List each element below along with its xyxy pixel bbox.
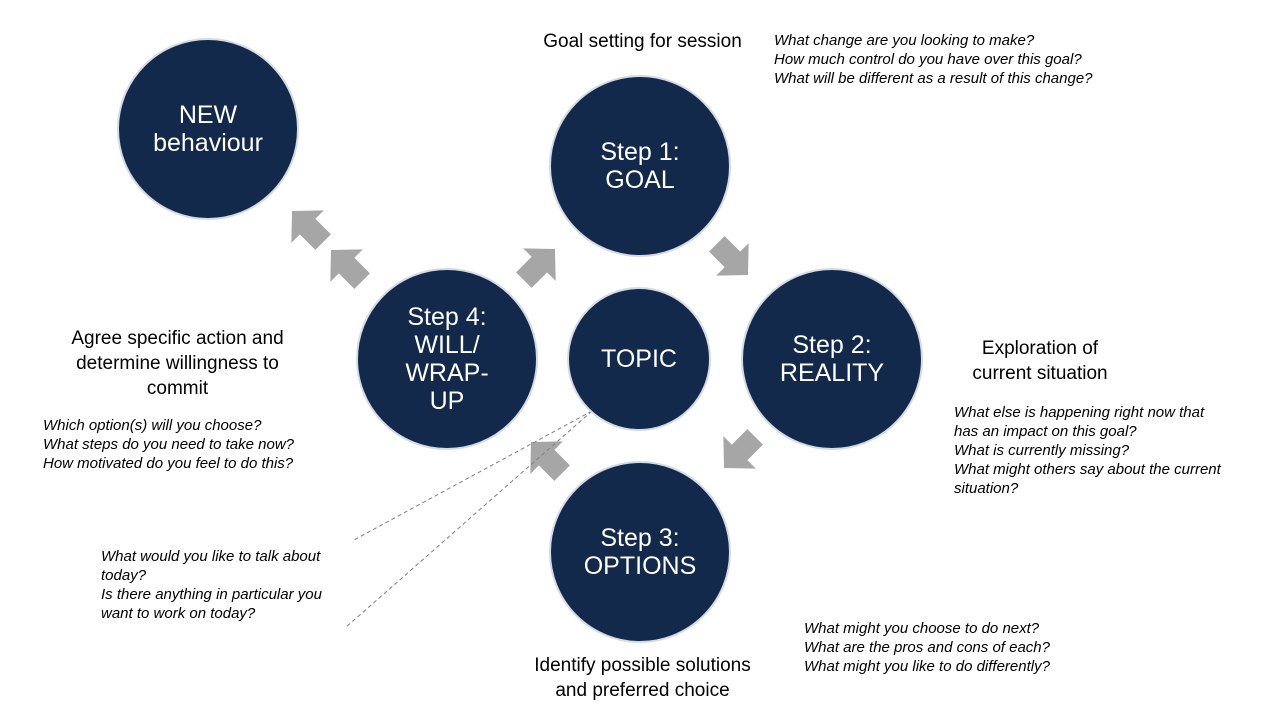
- options-heading: Identify possible solutions and preferre…: [534, 655, 751, 701]
- will-node: Step 4: WILL/ WRAP- UP: [356, 268, 538, 450]
- goal-label: Step 1: GOAL: [600, 138, 680, 194]
- will-label: Step 4: WILL/ WRAP- UP: [405, 303, 489, 415]
- topic-questions: What would you like to talk about today?…: [101, 548, 322, 622]
- topic-leader-line: [344, 410, 593, 629]
- topic-label: TOPIC: [601, 345, 677, 373]
- will-heading: Agree specific action and determine will…: [71, 328, 284, 399]
- reality-node: Step 2: REALITY: [741, 268, 923, 450]
- options-label: Step 3: OPTIONS: [583, 524, 697, 580]
- goal-heading: Goal setting for session: [543, 31, 742, 52]
- new-behaviour-label: NEW behaviour: [153, 101, 263, 157]
- reality-heading: Exploration of current situation: [972, 338, 1108, 384]
- arrow-reality-to-options-icon: [707, 420, 772, 485]
- reality-label: Step 2: REALITY: [779, 331, 885, 387]
- new-behaviour-node: NEW behaviour: [117, 38, 299, 220]
- topic-leader-line: [351, 410, 593, 542]
- will-questions: Which option(s) will you choose? What st…: [43, 417, 294, 472]
- arrow-will-to-goal-icon: [507, 232, 572, 297]
- options-questions: What might you choose to do next? What a…: [804, 620, 1050, 675]
- options-node: Step 3: OPTIONS: [549, 461, 731, 643]
- goal-node: Step 1: GOAL: [549, 75, 731, 257]
- arrow-will-to-new-behaviour-icon: [314, 233, 379, 298]
- reality-questions: What else is happening right now that ha…: [954, 404, 1221, 497]
- arrow-goal-to-reality-icon: [700, 227, 765, 292]
- goal-questions: What change are you looking to make? How…: [774, 32, 1093, 87]
- topic-node: TOPIC: [567, 287, 711, 431]
- arrow-will-to-new-behaviour-icon: [275, 194, 340, 259]
